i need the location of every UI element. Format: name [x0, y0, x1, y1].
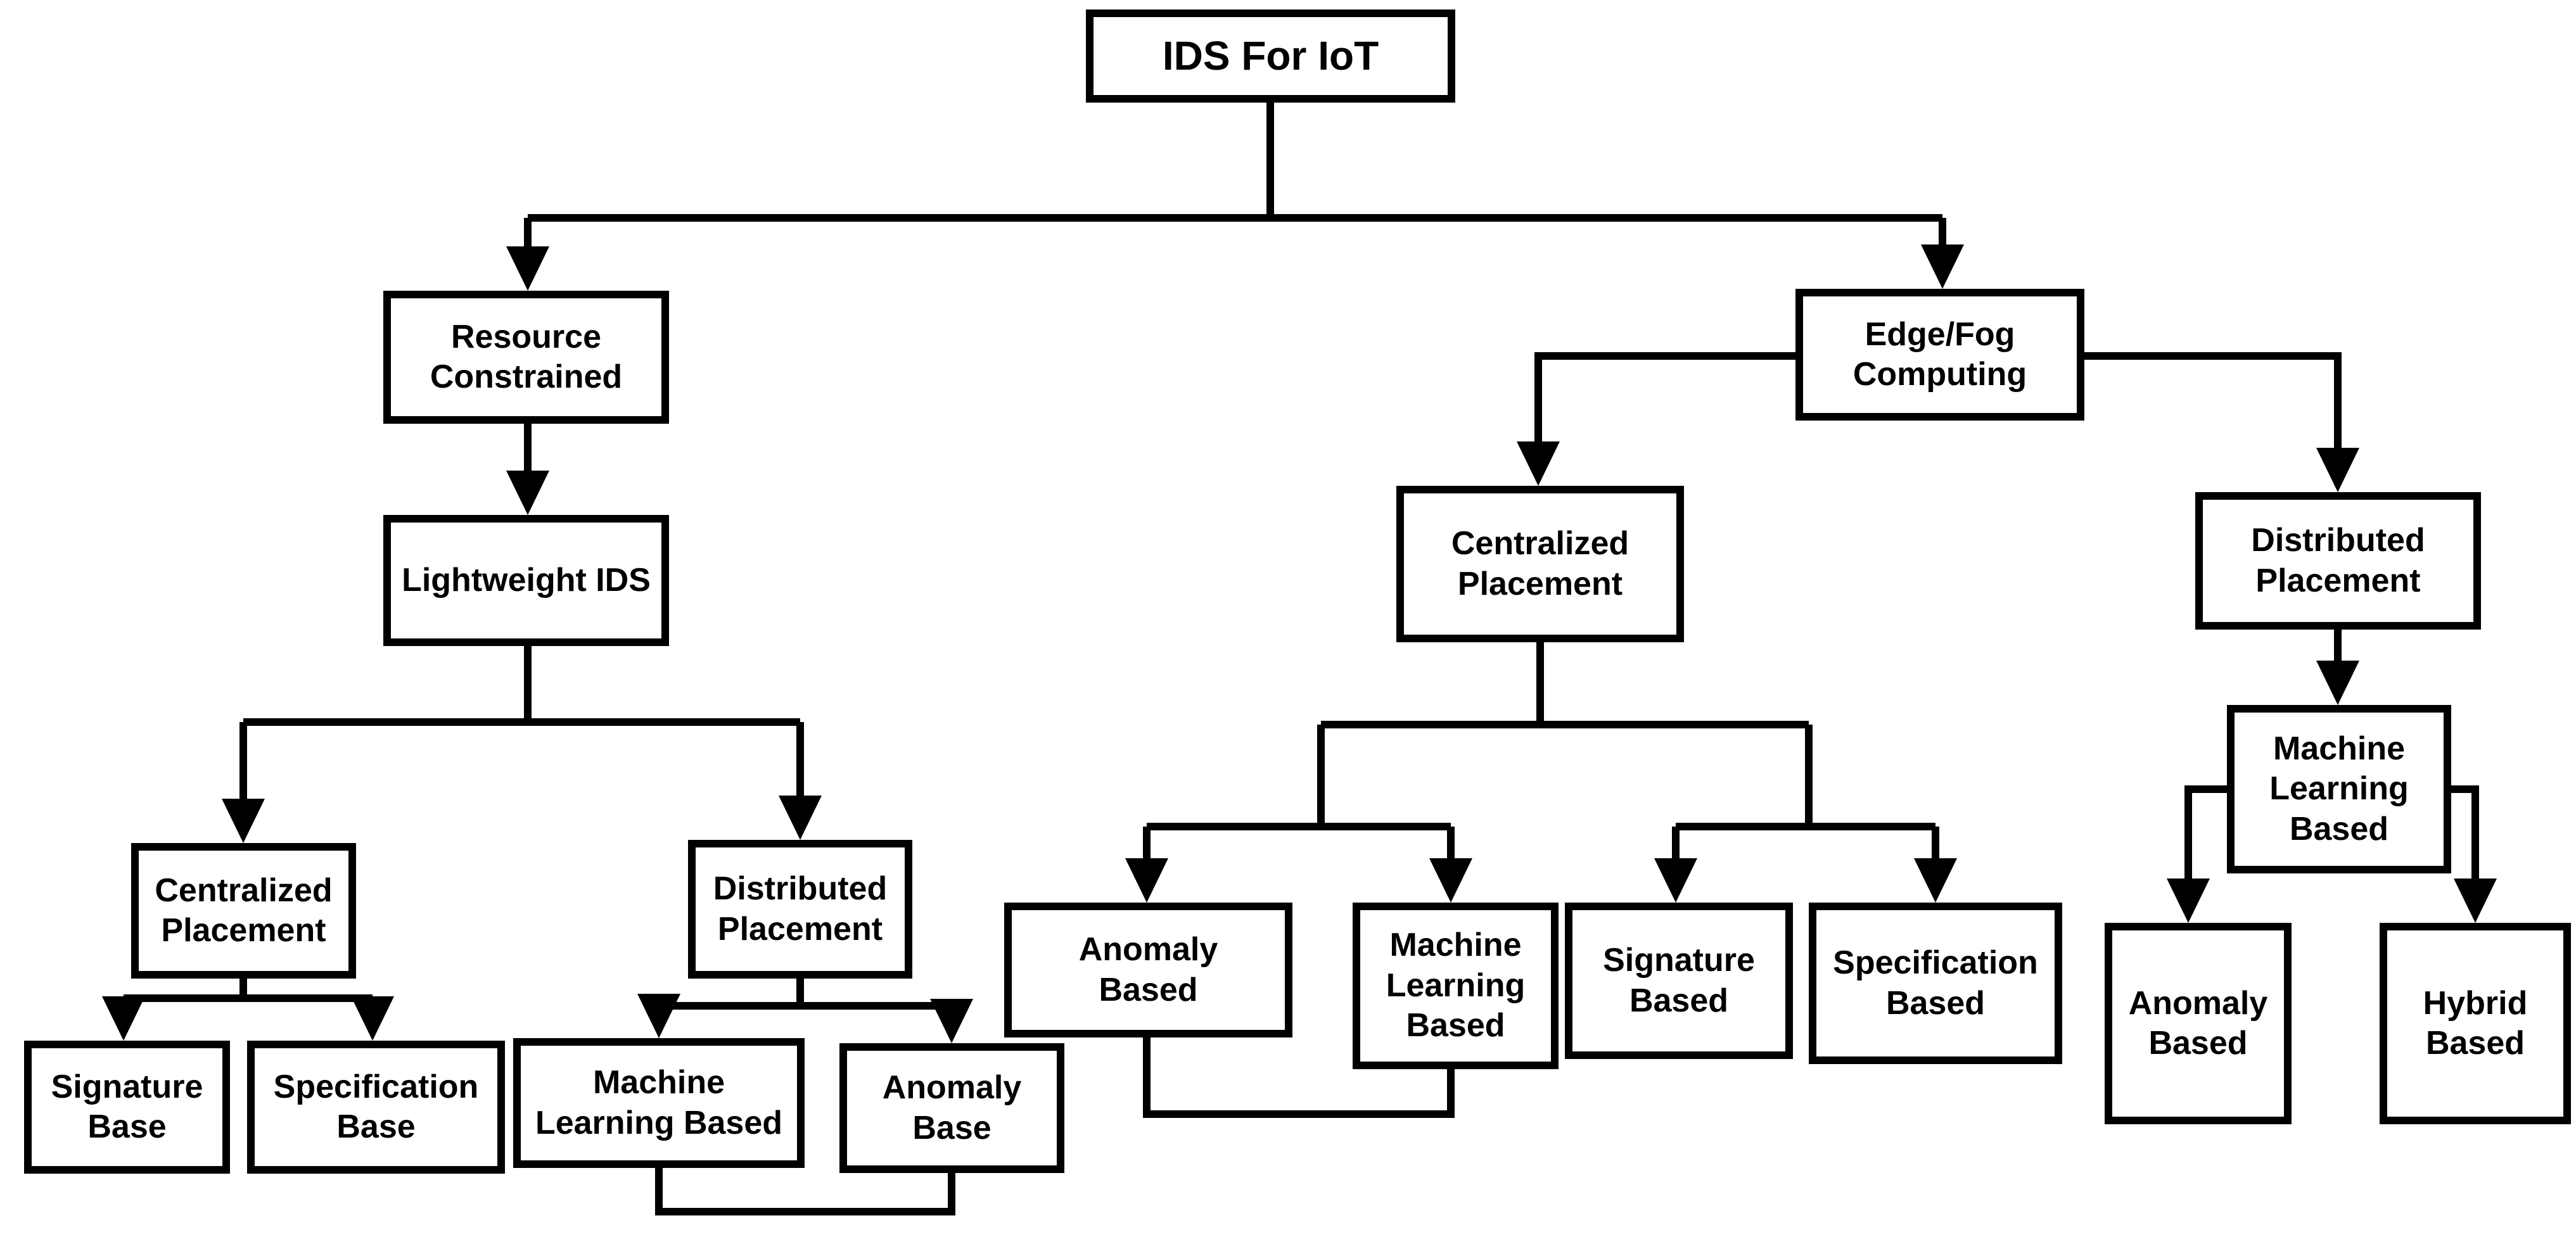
arrowhead [779, 796, 822, 840]
node-label: Specification Based [1833, 944, 2038, 1022]
node-efd-hybrid-based: Hybrid Based [2380, 923, 2571, 1124]
node-label: Specification Base [273, 1068, 479, 1145]
arrowhead [351, 996, 394, 1041]
arrowhead [637, 994, 680, 1038]
connector-bottom-link [655, 1168, 955, 1215]
node-label: Machine Learning Based [2269, 730, 2409, 847]
node-ef-centralized-placement: Centralized Placement [1396, 486, 1684, 642]
node-lightweight-ids: Lightweight IDS [383, 515, 669, 646]
node-label: Machine Learning Based [535, 1064, 783, 1141]
node-label: Hybrid Based [2423, 984, 2528, 1062]
node-ef-signature-based: Signature Based [1565, 903, 1793, 1059]
node-rc-centralized-placement: Centralized Placement [131, 843, 356, 979]
node-rc-anomaly-base: Anomaly Base [839, 1043, 1064, 1173]
node-label: Centralized Placement [155, 872, 333, 949]
arrowhead [930, 999, 973, 1043]
node-signature-base: Signature Base [24, 1041, 230, 1174]
arrowhead [102, 996, 145, 1041]
arrowhead [1517, 441, 1560, 486]
node-ids-for-iot: IDS For IoT [1086, 10, 1455, 103]
node-rc-machine-learning-based: Machine Learning Based [513, 1038, 805, 1168]
arrowhead [1654, 858, 1697, 903]
node-ef-machine-learning-based: Machine Learning Based [1353, 903, 1559, 1069]
node-label: Machine Learning Based [1386, 927, 1526, 1044]
node-label: Anomaly Based [2128, 984, 2268, 1062]
arrowhead [506, 471, 549, 515]
arrowhead [506, 246, 549, 291]
connector [1534, 352, 1795, 441]
node-specification-base: Specification Base [247, 1041, 505, 1174]
arrowhead [1125, 858, 1168, 903]
arrowhead [1921, 244, 1964, 289]
node-label: IDS For IoT [1162, 33, 1379, 79]
arrowhead [1429, 858, 1472, 903]
node-edge-fog-computing: Edge/Fog Computing [1795, 289, 2084, 421]
node-ef-anomaly-based: Anomaly Based [1004, 903, 1292, 1037]
arrowhead [1914, 858, 1957, 903]
node-resource-constrained: Resource Constrained [383, 291, 669, 424]
arrowhead [2167, 879, 2210, 923]
node-efd-machine-learning-based: Machine Learning Based [2227, 705, 2451, 873]
node-rc-distributed-placement: Distributed Placement [688, 840, 912, 979]
arrowhead [2316, 661, 2359, 705]
node-label: Signature Base [51, 1068, 203, 1145]
node-ef-distributed-placement: Distributed Placement [2195, 492, 2481, 630]
node-ef-specification-based: Specification Based [1809, 903, 2062, 1064]
connector [2451, 785, 2479, 885]
arrowhead [2316, 448, 2359, 492]
node-label: Resource Constrained [430, 318, 623, 395]
node-label: Anomaly Base [882, 1069, 1022, 1146]
node-label: Edge/Fog Computing [1852, 315, 2027, 393]
node-label: Centralized Placement [1451, 525, 1629, 602]
connector [2184, 785, 2227, 885]
node-label: Anomaly Based [1078, 931, 1218, 1008]
connector [2084, 352, 2342, 448]
node-efd-anomaly-based: Anomaly Based [2105, 923, 2292, 1124]
node-label: Signature Based [1603, 942, 1755, 1019]
connector-bottom-link [1143, 1037, 1455, 1118]
arrowhead [2454, 879, 2497, 923]
node-label: Lightweight IDS [402, 561, 651, 599]
node-label: Distributed Placement [2251, 522, 2425, 599]
node-label: Distributed Placement [713, 870, 888, 948]
arrowhead [222, 799, 265, 843]
